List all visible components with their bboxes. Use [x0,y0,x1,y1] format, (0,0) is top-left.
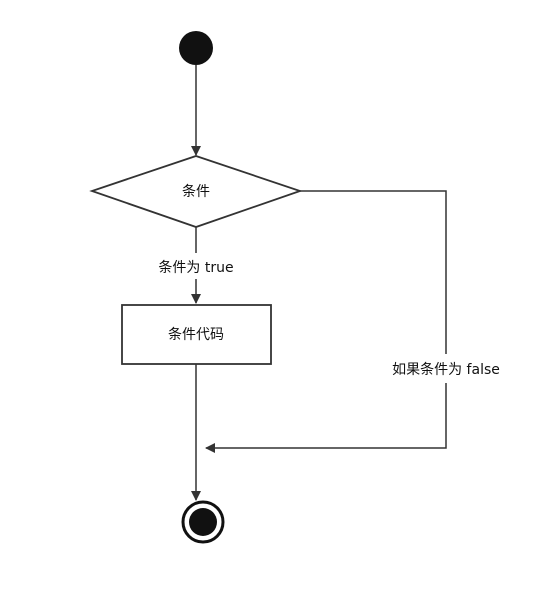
false-branch-route-bottom [205,383,447,453]
start-node [179,31,213,65]
process-node [121,304,272,365]
process-label: 条件代码 [168,326,224,343]
end-node-core [189,508,217,536]
decision-label: 条件 [182,183,210,200]
false-branch-label: 如果条件为 false [392,361,500,378]
false-branch-route-top [300,190,447,354]
true-branch-label: 条件为 true [158,259,233,276]
